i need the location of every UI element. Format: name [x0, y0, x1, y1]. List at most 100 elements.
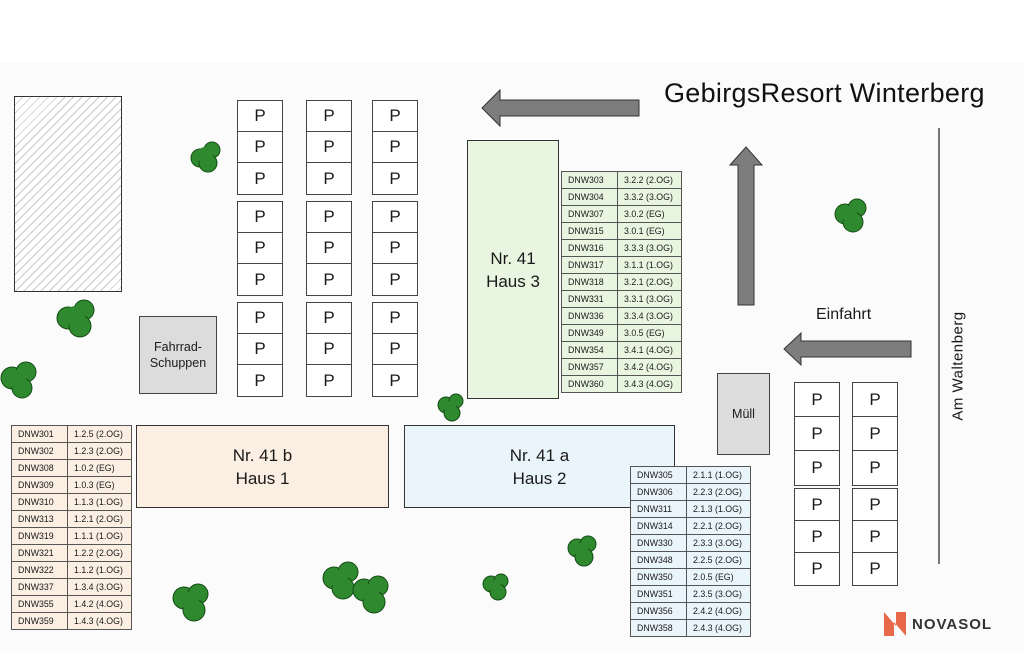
unit-number: 2.2.5 (2.OG) — [686, 551, 751, 569]
unit-number: 1.4.2 (4.OG) — [67, 595, 132, 613]
unit-number: 2.0.5 (EG) — [686, 568, 751, 586]
unit-number: 1.2.2 (2.OG) — [67, 544, 132, 562]
shed-label-line1: Fahrrad- — [154, 340, 202, 354]
parking-space: P — [238, 334, 282, 365]
building-house-3: Nr. 41 Haus 3 — [467, 140, 559, 399]
unit-number: 3.2.2 (2.OG) — [617, 171, 682, 189]
unit-code: DNW336 — [561, 307, 618, 325]
parking-space: P — [307, 233, 351, 264]
unit-code: DNW349 — [561, 324, 618, 342]
unit-code: DNW317 — [561, 256, 618, 274]
unit-number: 1.0.2 (EG) — [67, 459, 132, 477]
building-number: Nr. 41 b — [232, 445, 293, 465]
unit-number: 3.3.4 (3.OG) — [617, 307, 682, 325]
unit-number: 3.4.1 (4.OG) — [617, 341, 682, 359]
parking-space: P — [795, 489, 839, 521]
unit-code: DNW354 — [561, 341, 618, 359]
parking-space: P — [238, 132, 282, 163]
resort-title: GebirgsResort Winterberg — [664, 78, 985, 108]
unit-number: 1.0.3 (EG) — [67, 476, 132, 494]
unit-number: 2.4.2 (4.OG) — [686, 602, 751, 620]
unit-code: DNW318 — [561, 273, 618, 291]
unit-code: DNW313 — [11, 510, 68, 528]
parking-block: P P P — [794, 382, 840, 486]
unit-number: 3.4.3 (4.OG) — [617, 375, 682, 393]
parking-space: P — [238, 303, 282, 334]
building-house-2: Nr. 41 a Haus 2 — [404, 425, 675, 508]
parking-block: P P P — [794, 488, 840, 586]
unit-number: 1.2.3 (2.OG) — [67, 442, 132, 460]
parking-block: P P P — [237, 100, 283, 195]
parking-space: P — [389, 269, 401, 289]
parking-space: P — [373, 132, 417, 163]
parking-space: P — [853, 417, 897, 451]
unit-code: DNW321 — [11, 544, 68, 562]
waste-area: Müll — [717, 373, 770, 455]
parking-space: P — [795, 417, 839, 451]
building-name: Haus 2 — [512, 468, 567, 488]
parking-space: P — [323, 269, 335, 289]
parking-space: P — [307, 202, 351, 233]
parking-space: P — [811, 458, 823, 477]
parking-space: P — [795, 383, 839, 417]
unit-code: DNW356 — [630, 602, 687, 620]
parking-space: P — [307, 132, 351, 163]
parking-space: P — [853, 383, 897, 417]
parking-block: P P P — [237, 302, 283, 397]
parking-space: P — [373, 233, 417, 264]
shed-label-line2: Schuppen — [149, 356, 207, 370]
hatched-area — [14, 96, 122, 292]
unit-code: DNW301 — [11, 425, 68, 443]
parking-space: P — [238, 202, 282, 233]
parking-space: P — [373, 334, 417, 365]
unit-code: DNW360 — [561, 375, 618, 393]
bike-shed: Fahrrad- Schuppen — [139, 316, 217, 394]
unit-code: DNW308 — [11, 459, 68, 477]
parking-space: P — [389, 168, 401, 188]
parking-space: P — [254, 269, 266, 289]
unit-code: DNW359 — [11, 612, 68, 630]
parking-space: P — [307, 101, 351, 132]
parking-block: P P P — [372, 302, 418, 397]
unit-number: 1.1.3 (1.OG) — [67, 493, 132, 511]
unit-code: DNW305 — [630, 466, 687, 484]
street-line — [938, 128, 940, 564]
parking-block: P P P — [852, 488, 898, 586]
unit-number: 3.0.1 (EG) — [617, 222, 682, 240]
unit-code: DNW302 — [11, 442, 68, 460]
unit-number: 3.0.2 (EG) — [617, 205, 682, 223]
parking-space: P — [307, 334, 351, 365]
unit-number: 3.2.1 (2.OG) — [617, 273, 682, 291]
parking-space: P — [869, 458, 881, 477]
unit-code: DNW337 — [11, 578, 68, 596]
parking-space: P — [373, 101, 417, 132]
unit-number: 2.1.3 (1.OG) — [686, 500, 751, 518]
unit-number: 1.1.1 (1.OG) — [67, 527, 132, 545]
unit-code: DNW303 — [561, 171, 618, 189]
